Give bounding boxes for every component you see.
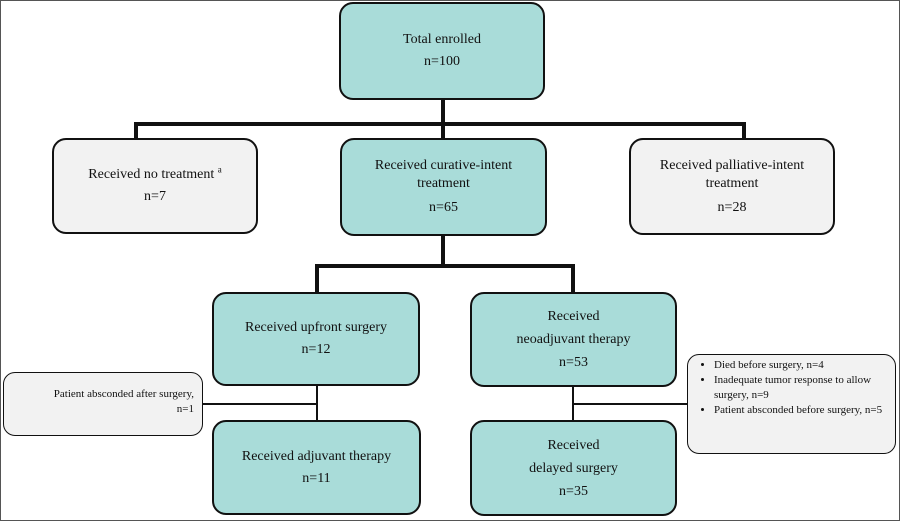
node-no-treatment-title-line: Received no treatment a xyxy=(88,164,221,186)
node-delayed-title-line1: Received xyxy=(547,437,600,453)
node-adjuvant-therapy: Received adjuvant therapy n=11 xyxy=(212,420,421,515)
node-curative-title-line1: Received curative-intent xyxy=(374,158,513,173)
node-curative-title-line2: treatment xyxy=(417,176,470,191)
node-palliative-title-line1: Received palliative-intent xyxy=(659,157,805,173)
node-curative-count: n=65 xyxy=(429,200,458,215)
note-absconded-line2: n=1 xyxy=(176,403,194,415)
node-neoadjuvant-therapy: Received neoadjuvant therapy n=53 xyxy=(470,292,677,387)
node-upfront-surgery: Received upfront surgery n=12 xyxy=(212,292,420,386)
node-delayed-surgery: Received delayed surgery n=35 xyxy=(470,420,677,516)
node-adjuvant-title: Received adjuvant therapy xyxy=(241,448,392,464)
node-no-treatment: Received no treatment a n=7 xyxy=(52,138,258,234)
node-delayed-title-line2: delayed surgery xyxy=(529,460,618,476)
node-neoadjuvant-title-line1: Received xyxy=(547,309,600,324)
exclusion-item: Patient absconded before surgery, n=5 xyxy=(714,403,887,418)
note-absconded-after-surgery: Patient absconded after surgery, n=1 xyxy=(3,372,203,436)
node-neoadjuvant-count: n=53 xyxy=(559,355,588,370)
exclusions-list: Died before surgery, n=4 Inadequate tumo… xyxy=(696,358,887,418)
note-neoadjuvant-exclusions: Died before surgery, n=4 Inadequate tumo… xyxy=(687,354,896,454)
node-palliative-title-line2: treatment xyxy=(705,175,759,191)
node-no-treatment-superscript: a xyxy=(217,164,222,175)
node-total-enrolled: Total enrolled n=100 xyxy=(339,2,545,100)
node-delayed-count: n=35 xyxy=(559,483,588,499)
node-curative-intent: Received curative-intent treatment n=65 xyxy=(340,138,547,236)
node-upfront-surgery-count: n=12 xyxy=(301,342,331,357)
node-total-enrolled-count: n=100 xyxy=(424,54,460,69)
exclusion-item: Died before surgery, n=4 xyxy=(714,358,887,373)
node-total-enrolled-title: Total enrolled xyxy=(403,32,481,47)
note-absconded-line1: Patient absconded after surgery, xyxy=(53,388,194,400)
node-palliative-intent: Received palliative-intent treatment n=2… xyxy=(629,138,835,235)
node-no-treatment-title: Received no treatment xyxy=(88,167,215,182)
node-upfront-surgery-title: Received upfront surgery xyxy=(244,320,388,335)
exclusion-item: Inadequate tumor response to allow surge… xyxy=(714,373,887,403)
node-no-treatment-count: n=7 xyxy=(144,189,166,204)
node-neoadjuvant-title-line2: neoadjuvant therapy xyxy=(516,332,631,347)
node-palliative-count: n=28 xyxy=(717,199,747,215)
node-adjuvant-count: n=11 xyxy=(302,470,331,486)
